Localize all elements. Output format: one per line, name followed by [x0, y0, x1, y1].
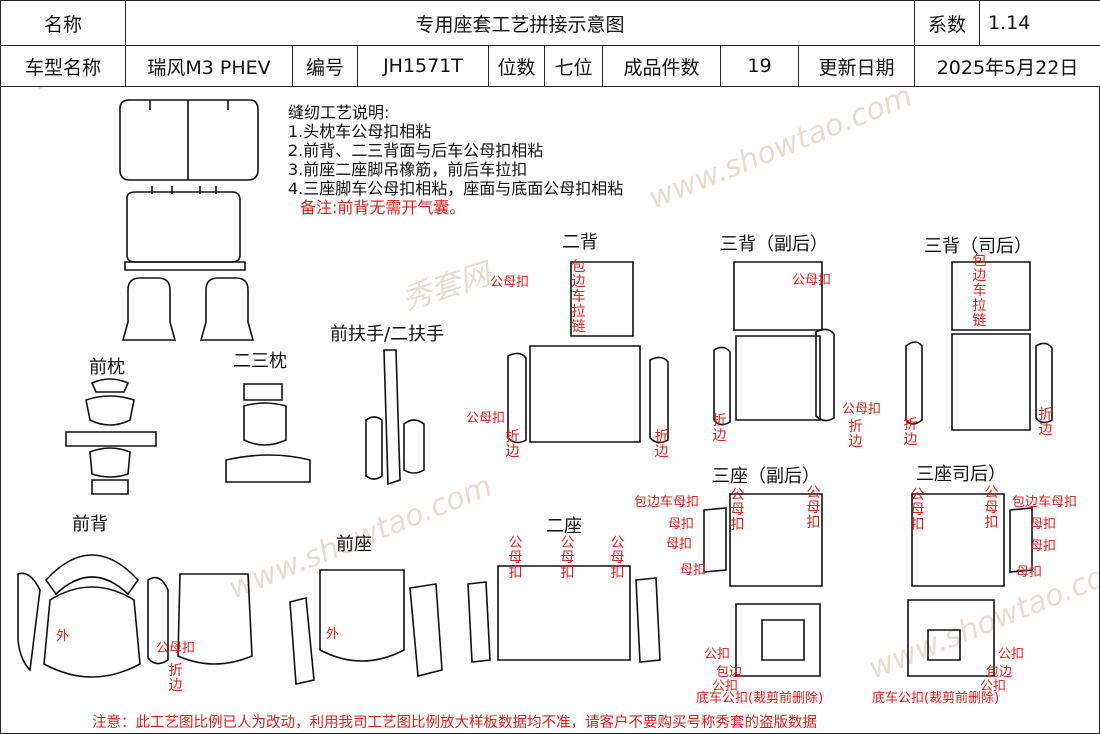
- annotation-snap: 公母扣: [610, 535, 625, 581]
- remark: 备注:前背无需开气囊。: [300, 198, 466, 217]
- section-third-seat-passenger: 三座（副后）: [712, 466, 820, 487]
- annotation-snap: 公母扣: [984, 485, 999, 531]
- note-item: 1.头枕车公母扣相粘: [288, 122, 432, 141]
- section-front-headrest: 前枕: [89, 357, 125, 378]
- rear-headrest-pieces: [225, 383, 311, 483]
- annotation-fold: 折边: [654, 429, 669, 460]
- annotation-fold: 折边: [848, 419, 863, 450]
- note-item: 4.三座脚车公母扣相粘，座面与底面公母扣相粘: [288, 179, 624, 198]
- pieces-label: 成品件数: [602, 45, 721, 87]
- annotation-bottom-snap: 底车公扣(裁剪前删除): [872, 691, 1000, 706]
- third-back-passenger-pieces: [713, 261, 835, 426]
- coef-value: 1.14: [979, 0, 1100, 46]
- note-item: 3.前座二座脚吊橡筋，前后车拉扣: [288, 160, 528, 179]
- note-item: 2.前背、二三背面与后车公母扣相粘: [288, 141, 544, 160]
- date-label: 更新日期: [797, 45, 916, 87]
- front-headrest-pieces: [65, 378, 157, 495]
- annotation-female-snap: 母扣: [668, 517, 695, 532]
- annotation-fold: 折边: [505, 429, 520, 460]
- section-second-back: 二背: [562, 232, 598, 253]
- annotation-male-snap: 公扣: [712, 679, 739, 694]
- annotation-bottom-snap: 底车公扣(裁剪前删除): [696, 691, 824, 706]
- annotation-edge-snap: 包边车母扣: [1012, 495, 1078, 510]
- annotation-snap: 公母扣: [560, 535, 575, 581]
- annotation-snap: 公母扣: [466, 411, 506, 426]
- second-back-pieces: [507, 261, 669, 444]
- annotation-edge: 包边: [986, 665, 1013, 680]
- annotation-snap: 公母扣: [730, 487, 745, 533]
- annotation-snap: 公母扣: [508, 535, 523, 581]
- annotation-fold: 折边: [168, 663, 183, 694]
- annotation-female-snap: 母扣: [666, 537, 693, 552]
- section-third-back-driver: 三背（司后）: [924, 236, 1032, 257]
- name-label: 名称: [0, 0, 126, 46]
- pieces-value: 19: [720, 45, 799, 87]
- overview-front-seats: [121, 277, 255, 341]
- code-value: JH1571T: [357, 45, 489, 87]
- seats-value: 七位: [544, 45, 603, 87]
- third-back-driver-pieces: [905, 261, 1053, 431]
- annotation-snap: 公母扣: [842, 402, 882, 417]
- section-front-back: 前背: [72, 514, 108, 535]
- seats-label: 位数: [488, 45, 545, 87]
- annotation-snap: 公母扣: [792, 273, 832, 288]
- annotation-female-snap: 母扣: [1030, 517, 1057, 532]
- footer-warning: 注意：此工艺图比例已人为改动，利用我司工艺图比例放大样板数据均不准，请客户不要购…: [92, 715, 817, 731]
- annotation-snap: 公母扣: [156, 641, 196, 656]
- annotation-female-snap: 母扣: [1030, 539, 1057, 554]
- section-third-seat-driver: 三座司后）: [916, 464, 1006, 485]
- annotation-female-snap: 母扣: [1016, 565, 1043, 580]
- third-seat-passenger-pieces: [703, 493, 823, 677]
- annotation-snap: 公母扣: [806, 485, 821, 531]
- model-value: 瑞风M3 PHEV: [125, 45, 293, 87]
- sewing-notes: 缝纫工艺说明: 1.头枕车公母扣相粘 2.前背、二三背面与后车公母扣相粘 3.前…: [288, 103, 623, 217]
- model-label: 车型名称: [0, 45, 126, 87]
- section-second-seat: 二座: [546, 516, 582, 537]
- annotation-zipper: 包边车拉链: [571, 259, 586, 335]
- page-title: 专用座套工艺拼接示意图: [124, 0, 916, 46]
- front-back-pieces: [17, 554, 253, 678]
- date-value: 2025年5月22日: [914, 45, 1100, 87]
- second-seat-pieces: [467, 565, 661, 663]
- section-front-seat: 前座: [336, 534, 372, 555]
- code-label: 编号: [292, 45, 358, 87]
- annotation-outer: 外: [56, 629, 70, 644]
- overview-rear-bench: [119, 99, 259, 271]
- front-seat-pieces: [289, 569, 443, 685]
- section-third-back-passenger: 三背（副后）: [720, 234, 828, 255]
- annotation-fold: 折边: [712, 413, 727, 444]
- annotation-edge: 包边: [716, 665, 743, 680]
- armrest-pieces: [365, 349, 425, 486]
- annotation-snap: 公母扣: [490, 275, 530, 290]
- annotation-male-snap: 公扣: [704, 647, 731, 662]
- annotation-male-snap: 公扣: [998, 647, 1025, 662]
- section-rear-headrest: 二三枕: [233, 351, 287, 372]
- annotation-edge-snap: 包边车母扣: [634, 495, 700, 510]
- annotation-male-snap: 公扣: [980, 679, 1007, 694]
- section-armrest: 前扶手/二扶手: [330, 324, 445, 345]
- annotation-snap: 公母扣: [910, 487, 925, 533]
- third-seat-driver-pieces: [907, 493, 1033, 677]
- annotation-zipper: 包边车拉链: [972, 253, 987, 329]
- annotation-fold: 折边: [903, 417, 918, 448]
- annotation-fold: 折边: [1038, 407, 1053, 438]
- notes-title: 缝纫工艺说明:: [288, 103, 390, 122]
- annotation-outer: 外: [326, 627, 340, 642]
- annotation-female-snap: 母扣: [680, 563, 707, 578]
- header-table: 名称 专用座套工艺拼接示意图 系数 1.14 车型名称 瑞风M3 PHEV 编号…: [0, 0, 1100, 87]
